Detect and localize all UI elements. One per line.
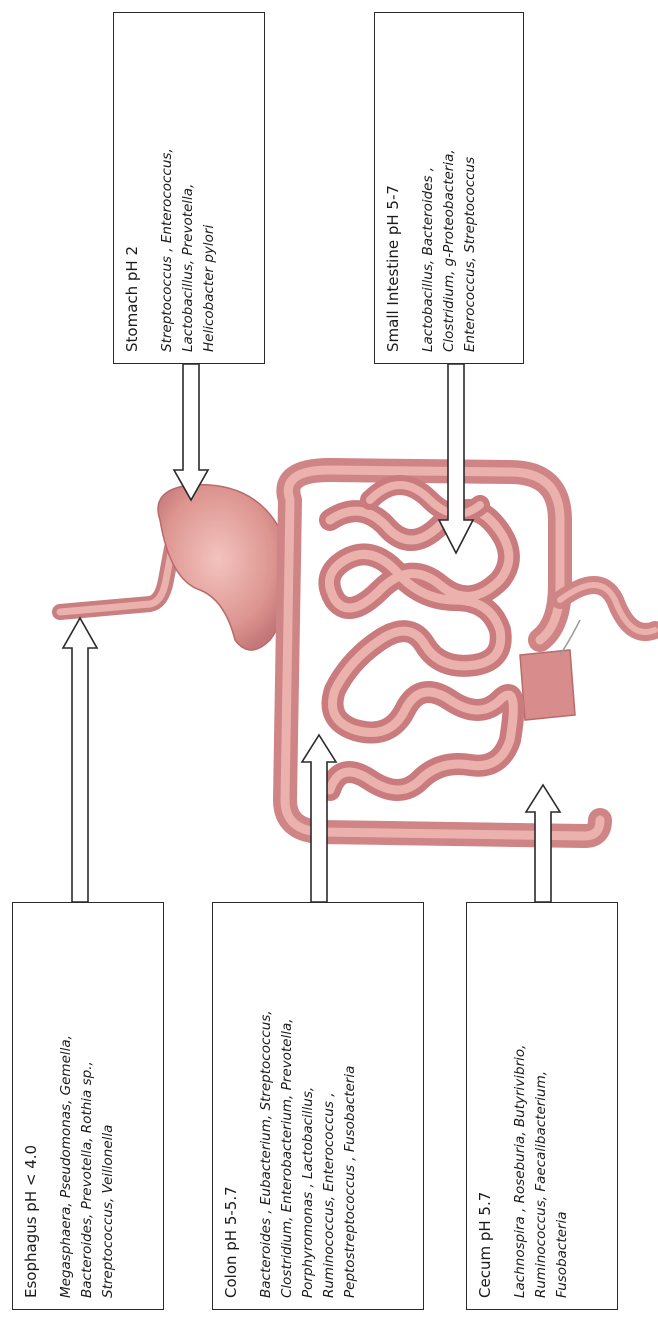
species-line: Lactobacillus, Prevotella, [178,24,199,352]
colon-species-list: Bacteroides , Eubacterium, Streptococcus… [256,914,361,1298]
species-line: Streptococcus , Enterococcus, [157,24,178,352]
esophagus-title: Esophagus pH < 4.0 [22,914,40,1298]
stomach-species-list: Streptococcus , Enterococcus, Lactobacil… [157,24,220,352]
cecum-species-list: Lachnospira , Roseburia, Butyrivibrio, R… [510,914,573,1298]
stomach-label-box: Stomach pH 2 Streptococcus , Enterococcu… [113,12,265,364]
esophagus-arrow [63,618,97,902]
species-line: Bacteroides , Eubacterium, Streptococcus… [256,914,277,1298]
stomach-arrow [174,364,208,500]
species-line: Helicobacter pylori [199,24,220,352]
esophagus-species-list: Megasphaera, Pseudomonas, Gemella, Bacte… [56,914,119,1298]
species-line: Streptococcus, Veillonella [98,914,119,1298]
small-intestine-label-box: Small Intestine pH 5-7 Lactobacillus, Ba… [374,12,524,364]
small-intestine-arrow [439,364,473,553]
species-line: Ruminococcus, Faecalibacterium, [531,914,552,1298]
small-intestine-title: Small Intestine pH 5-7 [384,24,402,352]
species-line: Fusobacteria [552,914,573,1298]
species-line: Enterococcus, Streptococcus [460,24,481,352]
species-line: Lachnospira , Roseburia, Butyrivibrio, [510,914,531,1298]
small-intestine-species-list: Lactobacillus, Bacteroides , Clostridium… [418,24,481,352]
colon-title: Colon pH 5-5.7 [222,914,240,1298]
species-line: Megasphaera, Pseudomonas, Gemella, [56,914,77,1298]
species-line: Bacteroides, Prevotella, Rothia sp., [77,914,98,1298]
small-intestine-shape [329,485,513,790]
species-line: Peptostreptococcus , Fusobacteria [340,914,361,1298]
colon-label-box: Colon pH 5-5.7 Bacteroides , Eubacterium… [212,902,424,1310]
cecum-title: Cecum pH 5.7 [476,914,494,1298]
species-line: Lactobacillus, Bacteroides , [418,24,439,352]
species-line: Porphyromonas , Lactobacillus, [298,914,319,1298]
species-line: Clostridium, Enterobacterium, Prevotella… [277,914,298,1298]
cecum-shape [520,650,575,720]
stomach-shape [158,485,290,650]
esophagus-label-box: Esophagus pH < 4.0 Megasphaera, Pseudomo… [12,902,164,1310]
species-line: Ruminococcus, Enterococcus , [319,914,340,1298]
species-line: Clostridium, g-Proteobacteria, [439,24,460,352]
stomach-title: Stomach pH 2 [123,24,141,352]
cecum-label-box: Cecum pH 5.7 Lachnospira , Roseburia, Bu… [466,902,618,1310]
